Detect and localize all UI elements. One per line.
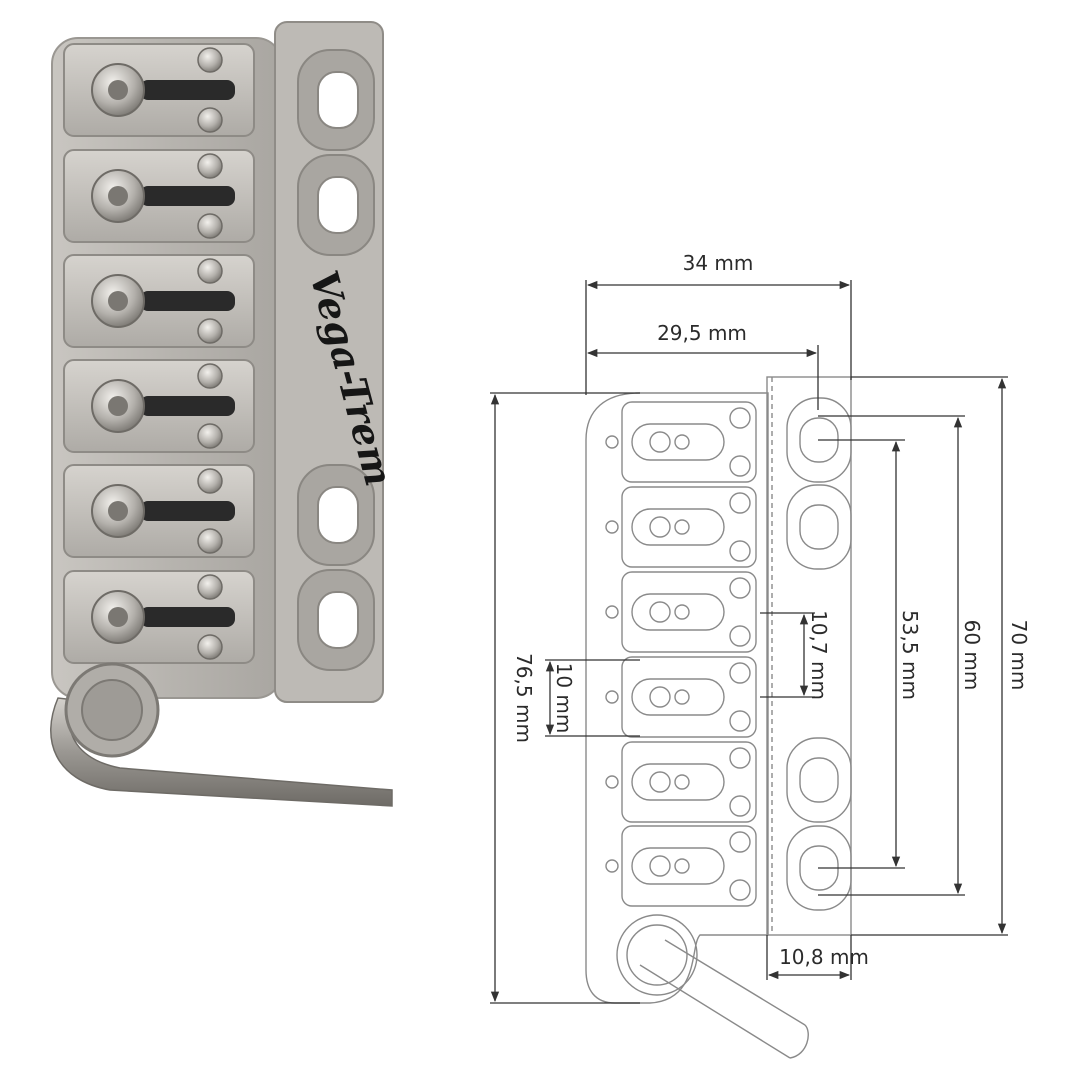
height-screw-icon xyxy=(197,423,223,449)
drawing-slot xyxy=(786,484,852,570)
bridge-photo: Vega-Trem xyxy=(50,21,402,807)
dim-saddle-width: 29,5 mm xyxy=(657,321,747,345)
dim-overall-length: 76,5 mm xyxy=(512,653,536,743)
height-screw-icon xyxy=(197,363,223,389)
saddle xyxy=(63,570,255,664)
saddle xyxy=(63,43,255,137)
height-screw-icon xyxy=(197,634,223,660)
height-screw-icon xyxy=(197,468,223,494)
saddle xyxy=(63,149,255,243)
height-screw-icon xyxy=(197,318,223,344)
dim-mount-spacing-inner: 53,5 mm xyxy=(898,610,922,700)
drawing-saddle xyxy=(605,486,757,568)
saddle xyxy=(63,254,255,348)
dim-string-spacing: 10,7 mm xyxy=(807,610,831,700)
technical-drawing xyxy=(585,376,852,1059)
drawing-arm xyxy=(639,939,809,1059)
height-screw-icon xyxy=(197,213,223,239)
dim-plate-width: 10,8 mm xyxy=(779,945,869,969)
drawing-saddle xyxy=(605,401,757,483)
drawing-saddle xyxy=(605,741,757,823)
drawing-mount-plate xyxy=(766,376,852,936)
height-screw-icon xyxy=(197,258,223,284)
drawing-saddle xyxy=(605,656,757,738)
height-screw-icon xyxy=(197,107,223,133)
saddle xyxy=(63,359,255,453)
saddle xyxy=(63,464,255,558)
height-screw-icon xyxy=(197,153,223,179)
height-screw-icon xyxy=(197,574,223,600)
drawing-saddle xyxy=(605,571,757,653)
dim-string-spacing-min: 10 mm xyxy=(552,663,576,734)
drawing-outline xyxy=(585,392,769,1004)
dim-mount-spacing-outer: 60 mm xyxy=(960,620,984,691)
drawing-slot xyxy=(786,737,852,823)
drawing-saddle xyxy=(605,825,757,907)
dim-plate-length: 70 mm xyxy=(1007,620,1031,691)
height-screw-icon xyxy=(197,528,223,554)
height-screw-icon xyxy=(197,47,223,73)
drawing-arm-pivot xyxy=(616,914,698,996)
dim-overall-width: 34 mm xyxy=(683,251,754,275)
